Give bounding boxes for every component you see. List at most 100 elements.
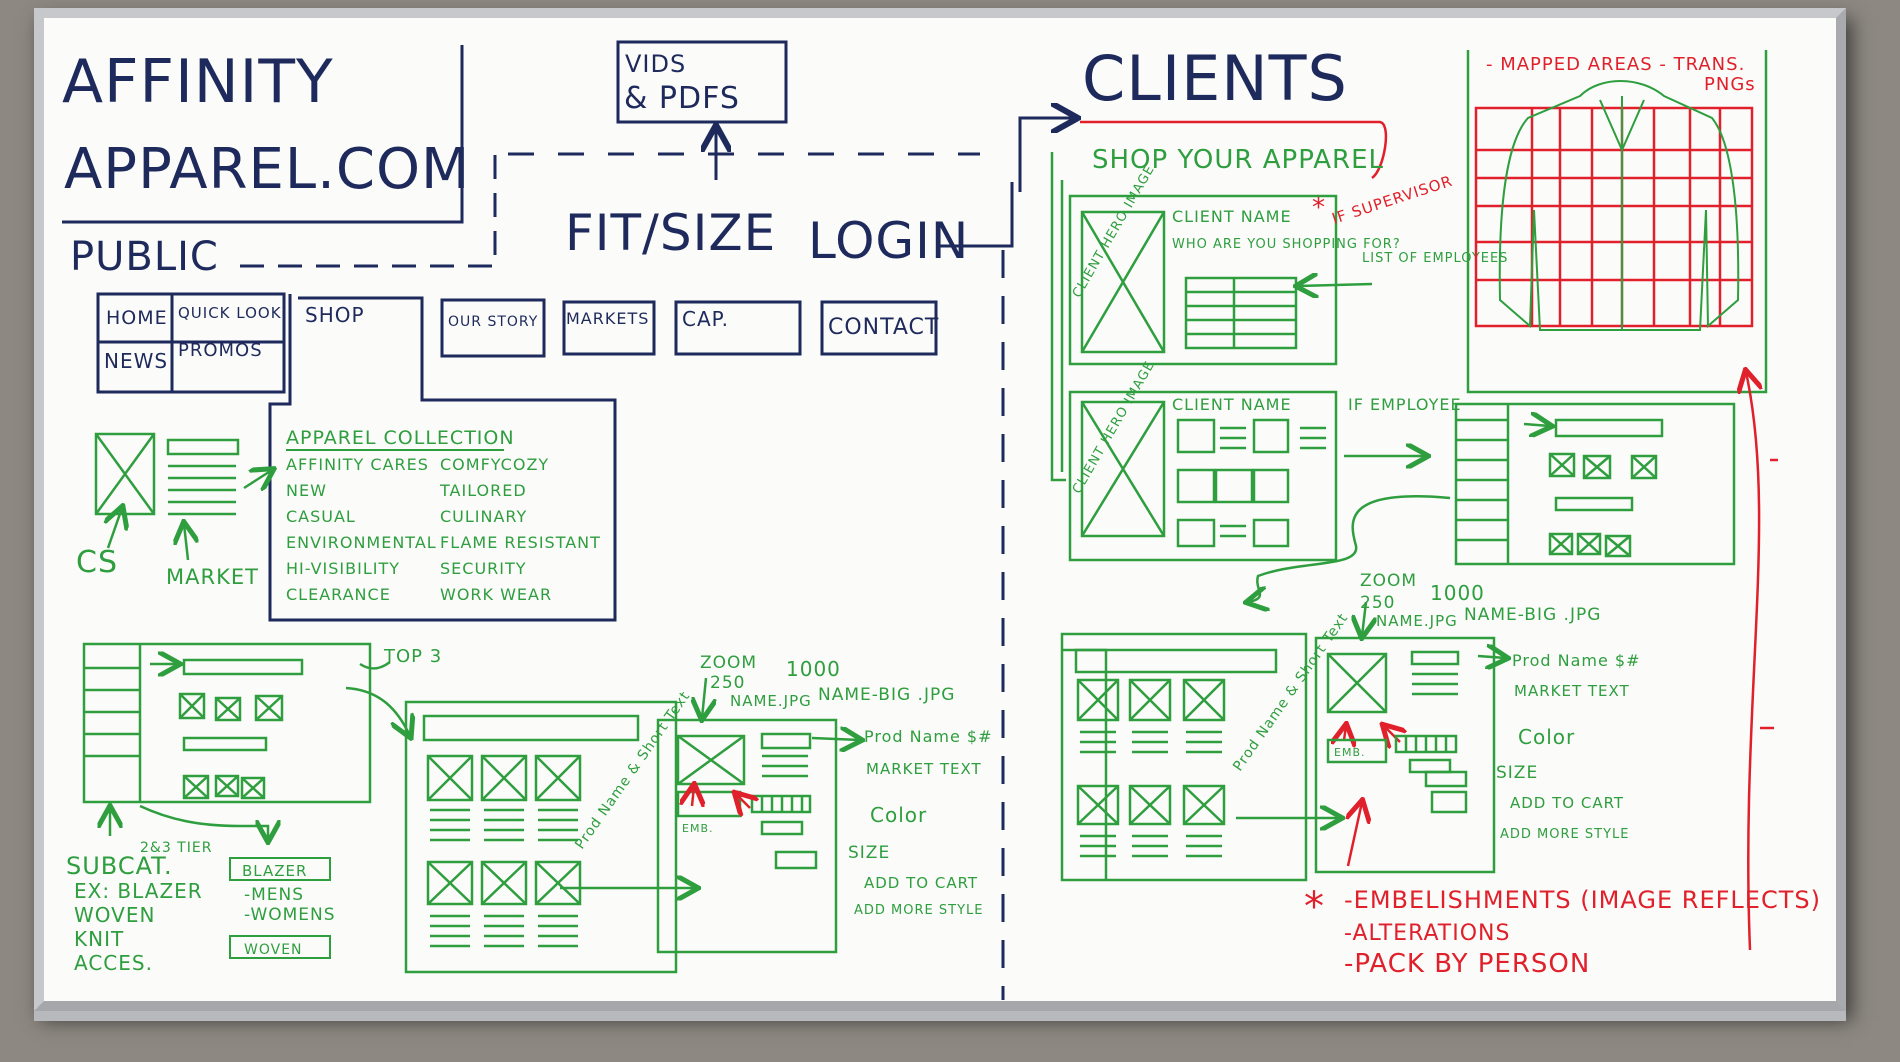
notes-star: * (1304, 884, 1325, 930)
nav-story-box (440, 298, 546, 358)
client-notes-list: -EMBELISHMENTS (IMAGE REFLECTS) -ALTERATI… (1344, 886, 1821, 979)
tier-label: 2&3 TIER (140, 840, 212, 856)
collection-right-item-5: WORK WEAR (440, 585, 552, 604)
detail-label-public-0: Prod Name $# (864, 727, 993, 746)
collection-left-item-0: AFFINITY CARES (286, 455, 429, 474)
example-item-1: WOVEN (74, 903, 155, 927)
blazer-label: BLAZER (242, 862, 307, 880)
detail-label-client-3: SIZE (1496, 763, 1538, 783)
if-supervisor: IF SUPERVISOR (1330, 172, 1455, 228)
detail-label-public-5: ADD MORE STYLE (854, 903, 983, 918)
collection-right-item-4: SECURITY (440, 559, 527, 578)
name-big-label: NAME-BIG .JPG (818, 685, 955, 705)
jacket-grid (1474, 106, 1754, 328)
jacket-outline (1498, 80, 1740, 331)
collection-left-item-5: CLEARANCE (286, 585, 391, 604)
emb-label-2: EMB. (1334, 746, 1365, 759)
client-name-2: CLIENT NAME (1172, 395, 1292, 414)
nav-home: HOME (106, 307, 168, 329)
client-note-2: -PACK BY PERSON (1344, 949, 1590, 979)
client-name-1: CLIENT NAME (1172, 207, 1292, 226)
example-item-0: EX: BLAZER (74, 879, 203, 903)
example-item-3: ACCES. (74, 951, 153, 975)
example-item-2: KNIT (74, 927, 124, 951)
detail-label-client-1: MARKET TEXT (1514, 682, 1630, 700)
collection-left-item-1: NEW (286, 481, 327, 500)
collection-right-item-3: FLAME RESISTANT (440, 533, 601, 552)
detail-label-public-4: ADD TO CART (864, 874, 978, 892)
market-label: MARKET (166, 565, 259, 589)
zoom-label: ZOOM (700, 653, 757, 673)
z250-label: 250 (710, 673, 745, 693)
nav-contact-box (820, 300, 938, 356)
nav-quick-look: QUICK LOOK (178, 304, 282, 322)
collection-right-item-2: CULINARY (440, 507, 527, 526)
collection-left-item-3: ENVIRONMENTAL (286, 533, 437, 552)
collection-right-item-1: TAILORED (439, 481, 527, 500)
emb-label: EMB. (682, 822, 713, 835)
clients-label: CLIENTS (1082, 42, 1348, 115)
login-label: LOGIN (808, 212, 969, 270)
nav-markets-box (562, 300, 656, 356)
if-employee: IF EMPLOYEE (1348, 395, 1462, 414)
z1000-label: 1000 (786, 657, 841, 681)
detail-label-client-5: ADD MORE STYLE (1500, 827, 1629, 842)
collection-right-item-0: COMFYCOZY (440, 455, 549, 474)
public-label: PUBLIC (70, 234, 219, 280)
detail-label-public-2: Color (870, 803, 927, 827)
collection-left-list: AFFINITY CARES NEW CASUAL ENVIRONMENTAL HI-V… (286, 455, 437, 604)
detail-label-client-2: Color (1518, 725, 1575, 749)
supervisor-panel (1068, 194, 1338, 366)
name-jpg-label: NAME.JPG (730, 692, 812, 710)
employee-panel (1068, 390, 1338, 562)
shop-tab (268, 294, 617, 622)
nav-shop: SHOP (305, 303, 365, 327)
cs-label: CS (76, 545, 118, 580)
name-jpg-label-2: NAME.JPG (1376, 612, 1458, 630)
mapped-areas-2: PNGs (1704, 74, 1756, 95)
z250-label-2: 250 (1360, 593, 1395, 613)
nav-news: NEWS (104, 349, 168, 373)
nav-contact: CONTACT (828, 315, 939, 340)
woven-label: WOVEN (244, 942, 303, 958)
client-note-0: -EMBELISHMENTS (IMAGE REFLECTS) (1344, 886, 1821, 914)
fit-label: FIT/SIZE (565, 204, 776, 262)
nav-story: OUR STORY (448, 314, 538, 330)
whiteboard (34, 8, 1846, 1011)
supervisor-star: * (1312, 193, 1326, 223)
detail-label-client-0: Prod Name $# (1512, 651, 1641, 670)
z1000-label-2: 1000 (1430, 581, 1485, 605)
detail-label-public-1: MARKET TEXT (866, 760, 982, 778)
list-of-employees: LIST OF EMPLOYEES (1362, 251, 1508, 266)
title-line1: AFFINITY (62, 47, 334, 117)
top3-label: TOP 3 (383, 646, 442, 667)
clients-arrow (1018, 118, 1075, 192)
name-big-label-2: NAME-BIG .JPG (1464, 605, 1601, 625)
nav-cap-box (674, 300, 802, 356)
client-note-1: -ALTERATIONS (1344, 921, 1510, 946)
vids-label-2: & PDFS (624, 81, 740, 116)
collection-left-item-2: CASUAL (286, 507, 356, 526)
nav-promos: PROMOS (178, 340, 263, 361)
nav-markets: MARKETS (566, 309, 649, 328)
who-are-you: WHO ARE YOU SHOPPING FOR? (1172, 237, 1401, 252)
nav-cap: CAP. (682, 307, 729, 331)
vids-label: VIDS (625, 50, 686, 78)
title-frame (62, 45, 464, 224)
collection-left-item-4: HI-VISIBILITY (286, 559, 400, 578)
collection-right-list: COMFYCOZY TAILORED CULINARY FLAME RESISTANT… (439, 455, 601, 604)
title-line2: APPAREL.COM (64, 137, 470, 202)
collection-title: APPAREL COLLECTION (286, 427, 515, 449)
mens-label: -MENS (244, 885, 304, 905)
login-to-clients (940, 182, 1014, 248)
womens-label: -WOMENS (244, 905, 336, 925)
detail-label-client-4: ADD TO CART (1510, 794, 1624, 812)
public-dash (240, 150, 497, 268)
mapped-areas: - MAPPED AREAS - TRANS. (1486, 54, 1745, 75)
zoom-label-2: ZOOM (1360, 571, 1417, 591)
subcat-label: SUBCAT. (66, 852, 173, 880)
